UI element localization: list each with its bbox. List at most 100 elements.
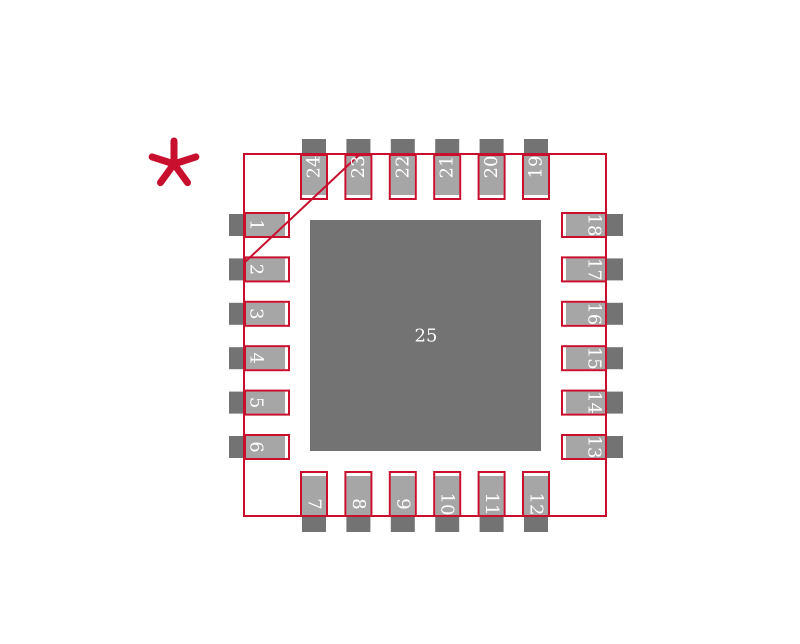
pin-11-label: 11 (481, 493, 502, 516)
pin-18-outline (561, 212, 607, 238)
pin-9-label: 9 (392, 498, 413, 509)
pin-2-lead (229, 258, 246, 281)
pin-16-label: 16 (584, 302, 605, 325)
pin-15-pad (566, 347, 606, 370)
pin-21-pad (435, 155, 460, 195)
pin-19-label: 19 (526, 156, 547, 179)
pin-11-lead (479, 516, 504, 532)
pin-8-label: 8 (348, 498, 369, 509)
pin-14-pad (566, 391, 606, 414)
pin-7-label: 7 (304, 498, 325, 509)
pin-17-pad (566, 258, 606, 281)
pin-22-outline (388, 154, 417, 200)
pin-1-pad (245, 214, 285, 236)
pin-4-lead (229, 347, 246, 370)
pin-10-label: 10 (437, 493, 458, 516)
pin-24-lead (302, 139, 326, 155)
pin-6-label: 6 (246, 441, 267, 452)
pin-9-lead (390, 516, 415, 532)
pin-24-pad (302, 155, 326, 195)
package-outline (243, 153, 607, 517)
pin-12-label: 12 (526, 493, 547, 516)
pin-23-label: 23 (348, 156, 369, 179)
pin-18-lead (606, 214, 623, 236)
pin-20-pad (479, 155, 504, 195)
marker-layer (148, 137, 200, 187)
pin-7-pad (302, 476, 326, 516)
pin-14-label: 14 (584, 391, 605, 414)
pin-19-outline (522, 154, 550, 200)
pin-13-pad (566, 436, 606, 458)
pin-15-label: 15 (584, 347, 605, 370)
pin-1-outline (244, 212, 290, 238)
pin-13-label: 13 (584, 436, 605, 459)
pin-21-lead (435, 139, 460, 155)
pin-11-outline (477, 471, 506, 517)
thermal-pad (310, 220, 541, 451)
pin-17-label: 17 (584, 258, 605, 281)
pin-5-label: 5 (246, 397, 267, 408)
pin-12-outline (522, 471, 550, 517)
pin-1-label: 1 (246, 219, 267, 230)
pin-18-pad (566, 214, 606, 236)
pin-16-outline (561, 300, 607, 327)
pin-1-asterisk-icon (148, 137, 200, 187)
pin-20-lead (479, 139, 504, 155)
pin-6-lead (229, 436, 246, 458)
pin-1-chamfer-line (243, 153, 361, 264)
pin-11-pad (479, 476, 504, 516)
pin-21-outline (433, 154, 462, 200)
pin-2-pad (245, 258, 285, 281)
pin-16-lead (606, 302, 623, 325)
pin-10-outline (433, 471, 462, 517)
pin-2-label: 2 (246, 264, 267, 275)
pin-6-pad (245, 436, 285, 458)
pin-4-outline (244, 345, 290, 372)
pin-3-lead (229, 302, 246, 325)
pin-17-lead (606, 258, 623, 281)
pin-10-lead (435, 516, 460, 532)
pin-7-outline (300, 471, 328, 517)
pin-13-lead (606, 436, 623, 458)
pin-5-outline (244, 389, 290, 416)
pin-14-outline (561, 389, 607, 416)
pin-3-outline (244, 300, 290, 327)
pin-5-pad (245, 391, 285, 414)
pin-7-lead (302, 516, 326, 532)
pin-22-lead (390, 139, 415, 155)
pin-8-lead (346, 516, 371, 532)
thermal-pad-label: 25 (415, 326, 438, 347)
pin-22-label: 22 (392, 156, 413, 179)
pin-9-pad (390, 476, 415, 516)
pin-8-outline (344, 471, 373, 517)
pin-17-outline (561, 256, 607, 283)
pin-5-lead (229, 391, 246, 414)
pin-20-outline (477, 154, 506, 200)
pin-18-label: 18 (584, 214, 605, 237)
pin-3-pad (245, 302, 285, 325)
pin-16-pad (566, 302, 606, 325)
pin-12-lead (524, 516, 548, 532)
pin-12-pad (524, 476, 548, 516)
pin-23-lead (346, 139, 371, 155)
pads-layer (229, 139, 623, 532)
pin-15-lead (606, 347, 623, 370)
pin-22-pad (390, 155, 415, 195)
pin-19-pad (524, 155, 548, 195)
pin-9-outline (388, 471, 417, 517)
pin-3-label: 3 (246, 308, 267, 319)
pin-6-outline (244, 434, 290, 460)
pin-13-outline (561, 434, 607, 460)
pin-15-outline (561, 345, 607, 372)
pin-14-lead (606, 391, 623, 414)
pin-19-lead (524, 139, 548, 155)
pin-24-outline (300, 154, 328, 200)
pin-4-label: 4 (246, 352, 267, 363)
pin-21-label: 21 (437, 156, 458, 179)
pin-1-lead (229, 214, 246, 236)
pin-24-label: 24 (304, 156, 325, 179)
pin-2-outline (244, 256, 290, 283)
pin-20-label: 20 (481, 156, 502, 179)
